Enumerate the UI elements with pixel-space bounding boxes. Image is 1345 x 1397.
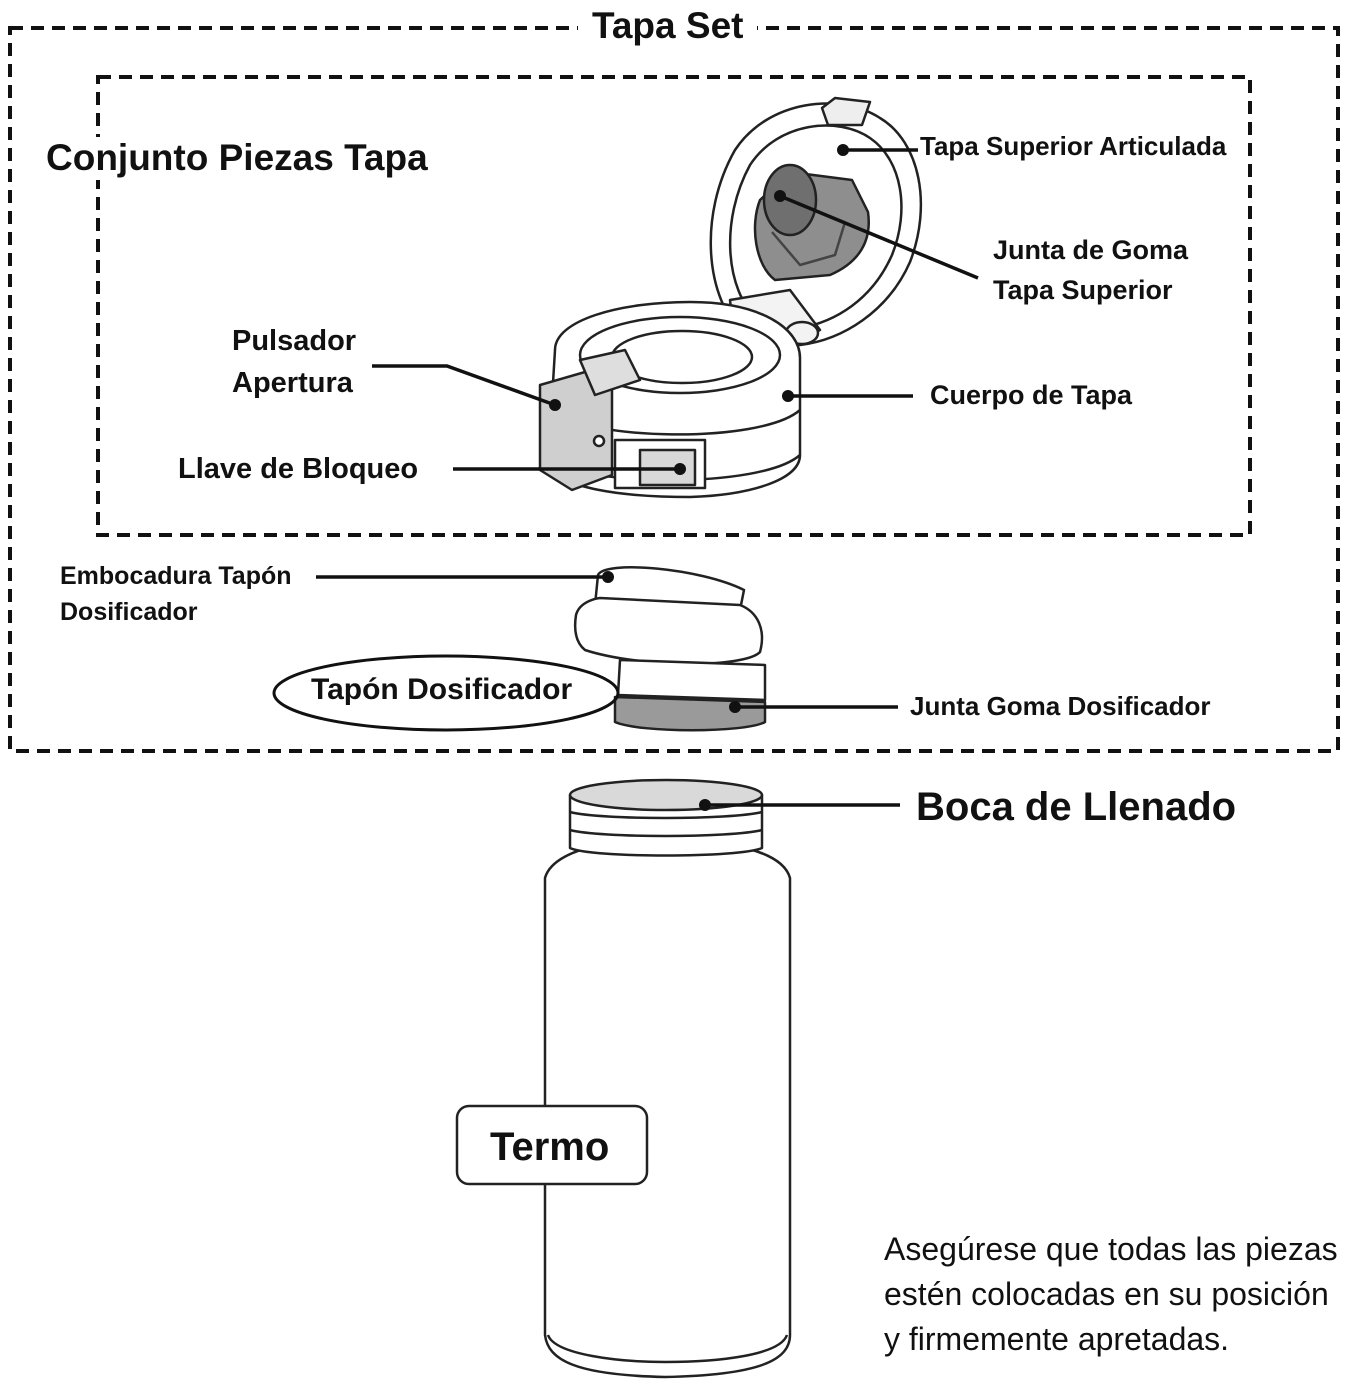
label-tapon-dosificador: Tapón Dosificador — [311, 673, 573, 706]
bottle-neck — [568, 793, 764, 857]
note-line-2: estén colocadas en su posición — [884, 1276, 1329, 1312]
lid-assembly-illustration — [538, 96, 923, 499]
label-tapa-superior-articulada: Tapa Superior Articulada — [920, 131, 1227, 161]
tapa-set-title: Tapa Set — [578, 5, 758, 48]
termo-box — [455, 1104, 649, 1186]
leader-pulsador — [372, 364, 556, 407]
label-boca-llenado: Boca de Llenado — [916, 785, 1237, 829]
label-termo: Termo — [490, 1125, 610, 1169]
bottle-mouth — [568, 778, 764, 812]
label-embocadura-line2: Dosificador — [60, 598, 198, 626]
label-pulsador-line2: Apertura — [232, 367, 353, 399]
label-junta-goma-line1: Junta de Goma — [993, 235, 1189, 265]
leader-dots — [549, 144, 849, 811]
assembly-note: Asegúrese que todas las piezas estén col… — [884, 1227, 1338, 1362]
label-junta-goma-dosificador: Junta Goma Dosificador — [910, 691, 1211, 721]
label-cuerpo-tapa: Cuerpo de Tapa — [930, 380, 1133, 410]
bottle-illustration — [543, 778, 792, 1379]
label-pulsador-line1: Pulsador — [232, 325, 357, 357]
label-llave-bloqueo: Llave de Bloqueo — [178, 453, 419, 485]
stopper-gasket-illustration — [613, 695, 767, 732]
label-embocadura-line1: Embocadura Tapón — [60, 562, 292, 590]
note-line-3: y firmemente apretadas. — [884, 1321, 1230, 1357]
note-line-1: Asegúrese que todas las piezas — [884, 1231, 1338, 1267]
conjunto-box — [96, 75, 1252, 537]
leader-junta-goma — [779, 194, 979, 280]
conjunto-title: Conjunto Piezas Tapa — [44, 137, 430, 180]
stopper-illustration — [573, 566, 767, 732]
label-junta-goma-line2: Tapa Superior — [993, 275, 1173, 305]
tapon-ellipse — [272, 654, 620, 732]
